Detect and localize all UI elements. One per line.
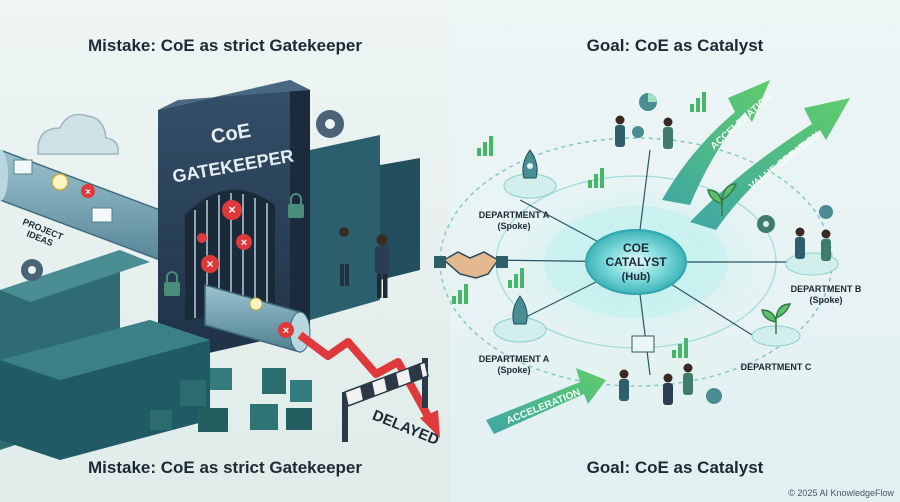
gear-icon-right-2 (819, 205, 833, 219)
department-b-label: DEPARTMENT B (791, 284, 862, 294)
acceleration-arrow-top (662, 80, 770, 205)
left-title-bottom: Mistake: CoE as strict Gatekeeper (87, 458, 362, 477)
business-person-woman (338, 227, 350, 286)
gear-icon-bottom (706, 388, 722, 404)
department-b-sub: (Spoke) (809, 295, 842, 305)
chart-board-icon (631, 335, 655, 353)
left-title-top: Mistake: CoE as strict Gatekeeper (87, 36, 362, 55)
sprout-icon (761, 303, 792, 334)
svg-text:×: × (206, 257, 213, 271)
value-creation-arrow (690, 98, 850, 230)
department-a-top-label: DEPARTMENT A (479, 210, 550, 220)
right-title-bottom: Goal: CoE as Catalyst (586, 458, 764, 477)
svg-text:×: × (283, 325, 289, 337)
rocket-icon-bottom (512, 295, 528, 325)
right-title-top: Goal: CoE as Catalyst (586, 36, 764, 55)
padlock-icon-right (288, 193, 304, 218)
hub-label-coe: COE (623, 241, 649, 255)
gatekeeper-scene: × PROJECT IDEAS CoE GATEKEEPER × × × (0, 80, 442, 460)
svg-text:×: × (228, 202, 236, 217)
padlock-icon (164, 271, 180, 296)
hub-label-catalyst: CATALYST (605, 255, 667, 269)
value-creation-label: VALUE CREATION (747, 130, 823, 192)
acceleration-arrow-bottom (486, 368, 606, 434)
department-a-top-node (503, 149, 557, 199)
department-c-label: DEPARTMENT C (741, 362, 812, 372)
department-c-node (751, 303, 801, 347)
plant-icon (707, 183, 738, 216)
department-a-bottom-sub: (Spoke) (497, 365, 530, 375)
envelope-icon (91, 207, 113, 223)
svg-text:×: × (85, 187, 91, 198)
department-b-node (785, 227, 839, 276)
lightbulb-icon-pipe (249, 297, 263, 311)
road-barrier (342, 358, 429, 442)
team-top (615, 93, 673, 149)
department-a-bottom-label: DEPARTMENT A (479, 354, 550, 364)
stop-marks: × × × (197, 200, 252, 273)
hub-catalyst (585, 229, 687, 295)
lightbulb-icon (51, 173, 69, 191)
delayed-label: DELAYED (370, 407, 442, 449)
department-a-bottom-node (493, 295, 547, 343)
team-bottom (619, 335, 722, 405)
growth-chart-icons (452, 92, 706, 358)
svg-text:×: × (241, 237, 247, 249)
business-person-man (375, 234, 389, 298)
image-card-icon (13, 159, 33, 175)
handshake-icon (434, 251, 508, 279)
cloud-icon (37, 113, 119, 155)
copyright-notice: © 2025 AI KnowledgeFlow (788, 488, 894, 498)
stop-mark-icon (81, 184, 95, 198)
hub-label-hub: (Hub) (622, 271, 651, 283)
catalyst-scene: COE CATALYST (Hub) ACCELERATION VALUE CR… (434, 80, 862, 434)
rubble-blocks (150, 368, 312, 432)
stop-mark-pipe (278, 322, 294, 338)
acceleration-label-bottom: ACCELERATION (505, 387, 582, 427)
department-a-top-sub: (Spoke) (497, 221, 530, 231)
gear-icon-top (632, 126, 644, 138)
